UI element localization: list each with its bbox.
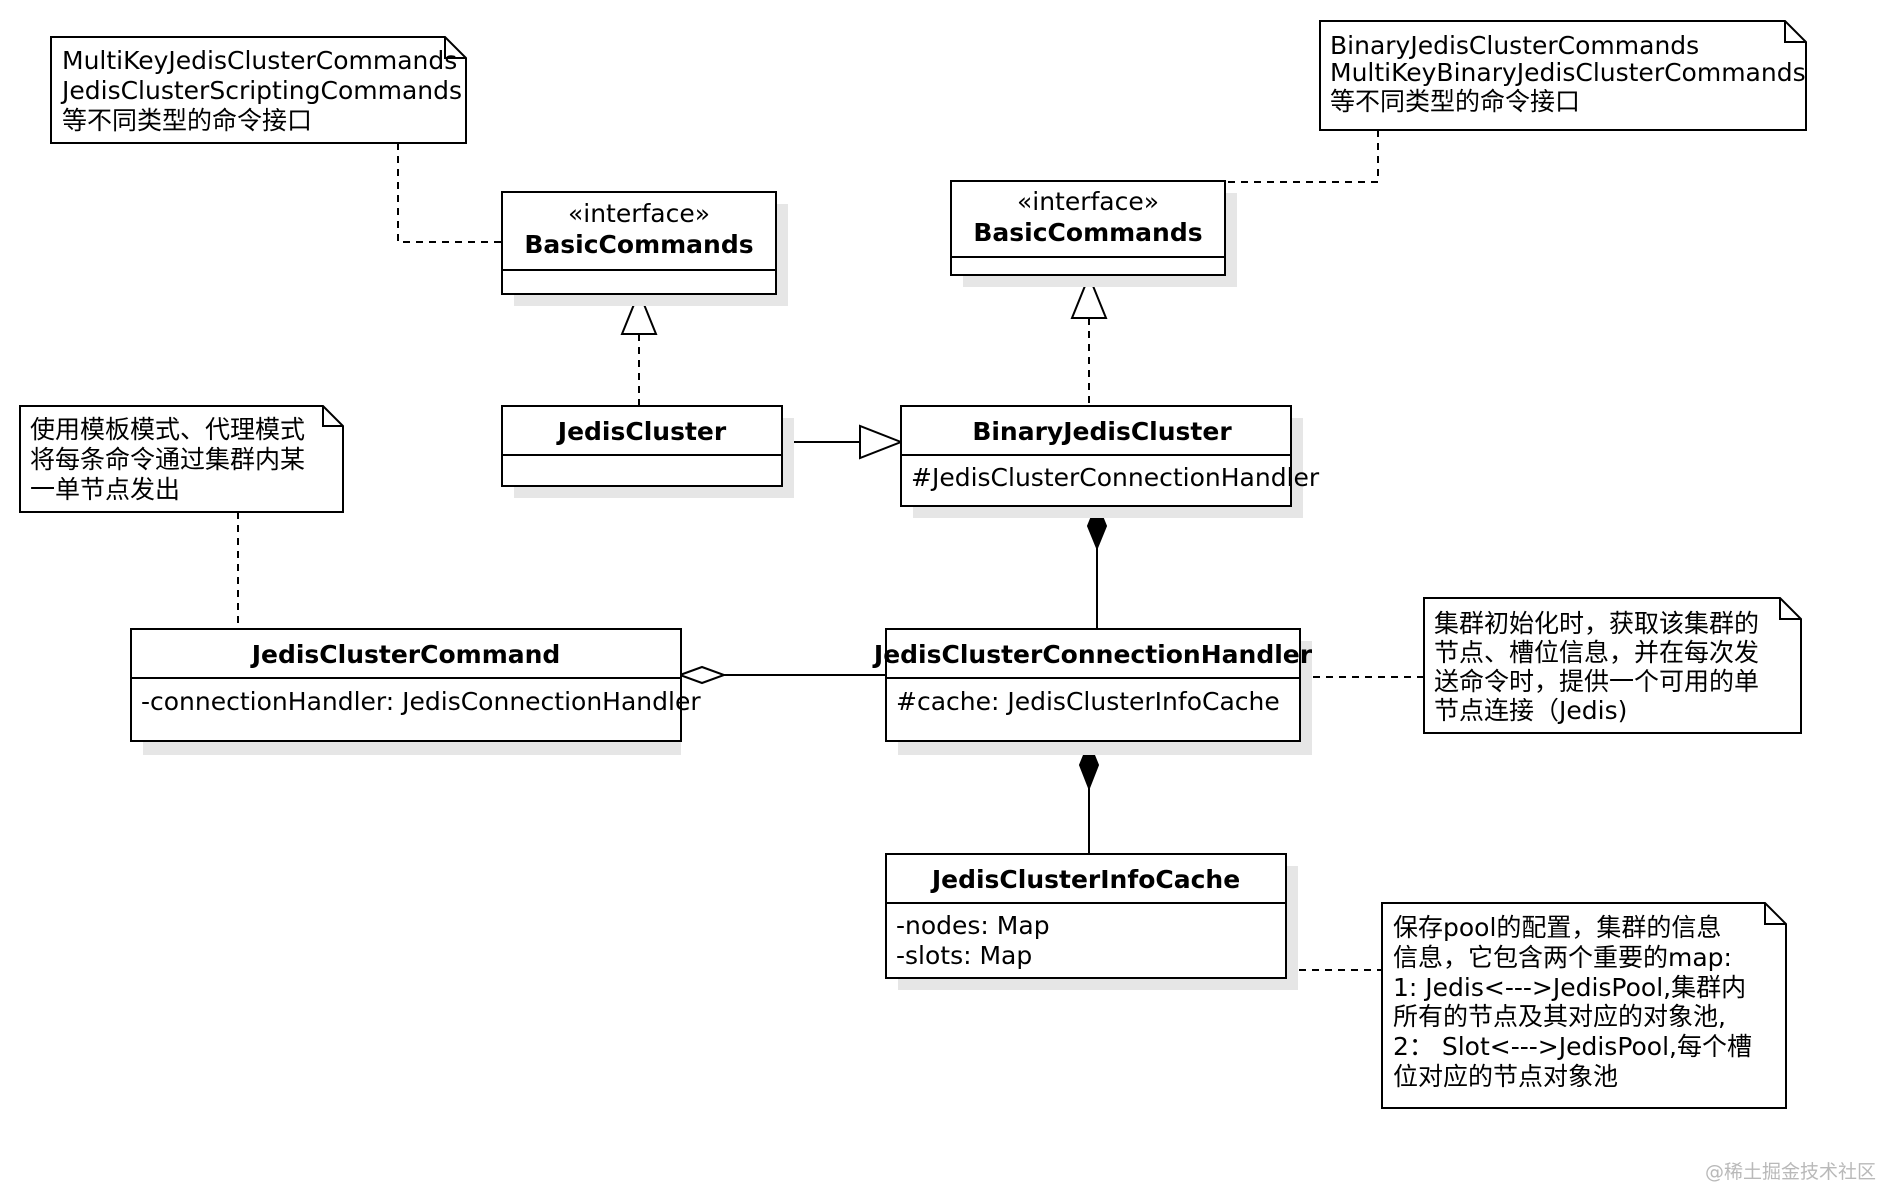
class-attribute: #cache: JedisClusterInfoCache — [896, 687, 1280, 716]
realization-arrowhead-right — [1070, 273, 1108, 319]
generalization-arrowhead — [859, 424, 904, 460]
note-line: 位对应的节点对象池 — [1393, 1062, 1618, 1091]
class-attribute: -connectionHandler: JedisConnectionHandl… — [141, 687, 701, 716]
note-line: 将每条命令通过集群内某 — [30, 445, 305, 474]
class-name: JedisClusterInfoCache — [930, 865, 1240, 894]
stereotype-label: «interface» — [568, 199, 710, 228]
note-line: MultiKeyBinaryJedisClusterCommands — [1330, 58, 1806, 87]
note-line: JedisClusterScriptingCommands — [60, 76, 462, 105]
class-jedis-cluster-command: JedisClusterCommand -connectionHandler: … — [130, 628, 701, 755]
class-attribute: #JedisClusterConnectionHandler — [911, 463, 1320, 492]
note-line: 2： Slot<--->JedisPool,每个槽 — [1393, 1032, 1752, 1061]
note-link-top-left — [397, 143, 502, 243]
class-name: BasicCommands — [524, 230, 753, 259]
class-info-cache: JedisClusterInfoCache -nodes: Map -slots… — [885, 853, 1298, 990]
stereotype-label: «interface» — [1017, 187, 1159, 216]
note-line: 使用模板模式、代理模式 — [30, 415, 305, 444]
class-name: JedisCluster — [556, 417, 727, 446]
class-attribute: -nodes: Map — [896, 911, 1050, 940]
note-line: 一单节点发出 — [30, 475, 180, 504]
note-line: 集群初始化时，获取该集群的 — [1434, 609, 1759, 638]
aggregation-diamond — [677, 665, 727, 685]
class-basic-commands-right: «interface» BasicCommands — [950, 180, 1237, 287]
note-line: 1: Jedis<--->JedisPool,集群内 — [1393, 973, 1746, 1002]
class-binary-jedis-cluster: BinaryJedisCluster #JedisClusterConnecti… — [900, 405, 1320, 518]
note-line: 等不同类型的命令接口 — [1330, 87, 1580, 116]
note-top-right: BinaryJedisClusterCommands MultiKeyBinar… — [1319, 20, 1807, 131]
note-template: 使用模板模式、代理模式 将每条命令通过集群内某 一单节点发出 — [19, 405, 344, 513]
note-line: 信息，它包含两个重要的map: — [1393, 943, 1732, 972]
class-connection-handler: JedisClusterConnectionHandler #cache: Je… — [872, 628, 1313, 755]
note-line: 所有的节点及其对应的对象池, — [1393, 1002, 1726, 1031]
note-handler: 集群初始化时，获取该集群的 节点、槽位信息，并在每次发 送命令时，提供一个可用的… — [1423, 597, 1802, 734]
note-line: 节点、槽位信息，并在每次发 — [1434, 638, 1759, 667]
realization-arrowhead-left — [620, 289, 658, 335]
note-line: 等不同类型的命令接口 — [62, 106, 312, 135]
class-basic-commands-left: «interface» BasicCommands — [501, 191, 788, 306]
note-top-left: MultiKeyJedisClusterCommands JedisCluste… — [50, 36, 467, 144]
watermark: @稀土掘金技术社区 — [1705, 1161, 1876, 1183]
class-name: BasicCommands — [973, 218, 1202, 247]
note-cache: 保存pool的配置，集群的信息 信息，它包含两个重要的map: 1: Jedis… — [1381, 902, 1787, 1109]
note-line: 保存pool的配置，集群的信息 — [1393, 913, 1721, 942]
note-line: BinaryJedisClusterCommands — [1330, 31, 1699, 60]
class-name: JedisClusterCommand — [250, 640, 561, 669]
note-line: 节点连接（Jedis) — [1434, 696, 1627, 725]
class-name: BinaryJedisCluster — [972, 417, 1232, 446]
note-line: MultiKeyJedisClusterCommands — [62, 46, 457, 75]
note-link-top-right — [1222, 130, 1379, 183]
class-jedis-cluster: JedisCluster — [501, 405, 794, 498]
note-line: 送命令时，提供一个可用的单 — [1434, 667, 1759, 696]
class-name: JedisClusterConnectionHandler — [872, 640, 1313, 669]
class-attribute: -slots: Map — [896, 941, 1032, 970]
